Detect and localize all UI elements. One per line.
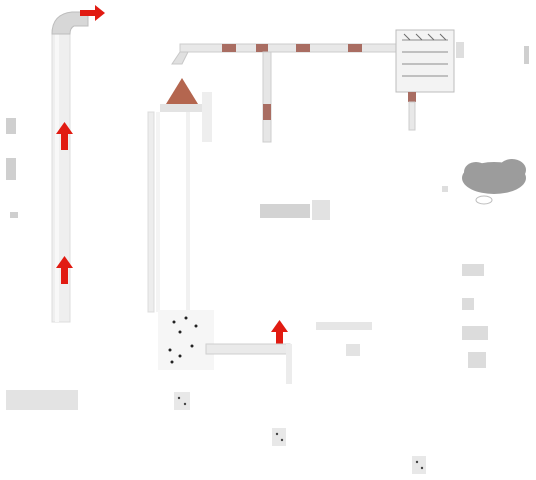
left-pipe-elbow — [51, 11, 89, 35]
bottom-horizontal-pipe — [205, 322, 372, 384]
middle-drop-pipe — [262, 51, 272, 143]
center-faint-mark — [260, 200, 330, 220]
right-faint-marks — [462, 264, 488, 368]
particle-dots-icon — [168, 316, 198, 364]
filter-unit-icon — [395, 29, 529, 131]
arrow-left-upper — [56, 122, 73, 150]
cyclone-return-pipes — [147, 92, 212, 313]
collection-bin-2 — [272, 428, 286, 446]
left-faint-marks — [6, 118, 78, 410]
collection-bin-1 — [174, 392, 190, 410]
collection-bin-3 — [412, 456, 426, 474]
arrow-top-right — [80, 5, 105, 21]
cyclone-cone-icon — [160, 78, 204, 112]
cloud-icon — [442, 159, 526, 205]
arrow-bottom-middle — [271, 320, 288, 348]
top-horizontal-pipe — [171, 43, 401, 65]
particle-hopper — [158, 310, 214, 370]
arrow-left-lower — [56, 256, 73, 284]
